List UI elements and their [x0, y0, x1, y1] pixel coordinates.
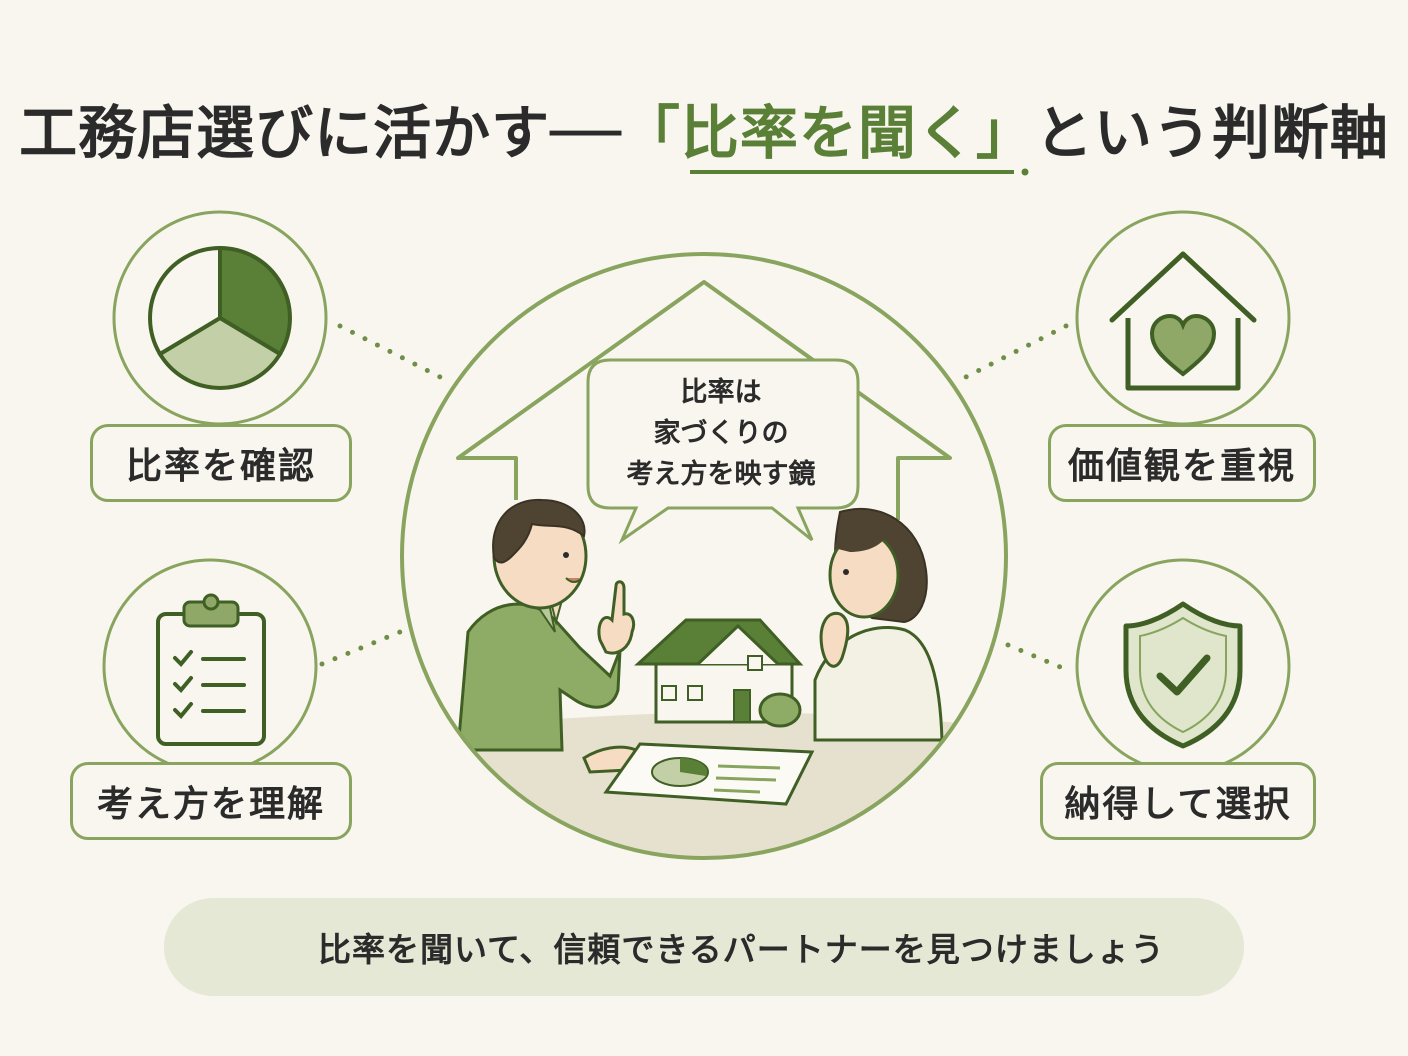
icon-circle-top-right: [1075, 210, 1291, 426]
connector-bottom-left: [319, 629, 403, 667]
page-title: 工務店選びに活かす──「比率を聞く」という判断軸: [0, 86, 1408, 170]
speech-bubble: [586, 358, 860, 545]
speech-line-1: 比率は: [680, 377, 762, 408]
pie-chart-icon: [148, 245, 292, 390]
connectors: [319, 323, 1075, 675]
footer-banner: 比率を聞いて、信頼できるパートナーを見つけましょう: [164, 898, 1244, 996]
house-outline: [456, 280, 952, 520]
label-value-priority: 価値観を重視: [1048, 424, 1316, 502]
model-house: [634, 618, 804, 728]
speech-line-3: 考え方を映す鏡: [626, 459, 816, 490]
connector-top-left: [337, 323, 445, 381]
label-informed-choice: 納得して選択: [1040, 762, 1316, 840]
house-heart-icon: [1109, 251, 1257, 391]
clipboard-checklist-icon: [156, 593, 266, 746]
central-scene: [400, 252, 1008, 860]
title-prefix: 工務店選びに活かす──: [19, 99, 622, 167]
title-suffix: という判断軸: [1034, 99, 1389, 167]
man-figure: [456, 498, 642, 774]
connector-bottom-right: [1005, 642, 1075, 675]
connector-top-right: [961, 323, 1069, 381]
shield-check-icon: [1123, 601, 1243, 749]
footer-text: 比率を聞いて、信頼できるパートナーを見つけましょう: [318, 930, 1165, 969]
woman-figure: [813, 507, 944, 742]
speech-bubble-text: 比率は 家づくりの 考え方を映す鏡: [590, 372, 852, 495]
document: [603, 742, 815, 806]
central-circle-border: [400, 252, 1008, 860]
label-understand-thinking: 考え方を理解: [70, 762, 352, 840]
speech-line-2: 家づくりの: [653, 418, 789, 449]
title-underline-dot: [1021, 168, 1029, 176]
label-confirm-ratio: 比率を確認: [90, 424, 352, 502]
title-accent: 「比率を聞く」: [621, 99, 1035, 167]
